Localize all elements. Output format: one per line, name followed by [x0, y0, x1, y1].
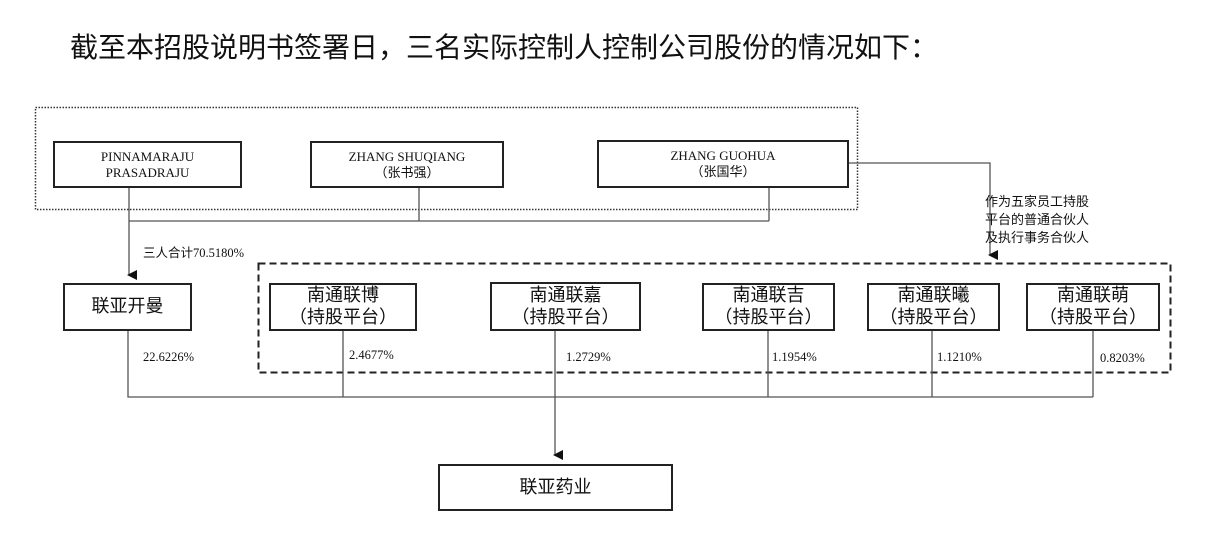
- platform-share: 0.8203%: [1100, 351, 1145, 365]
- gp-label-line: 及执行事务合伙人: [985, 230, 1090, 245]
- controller-name: PINNAMARAJU: [100, 148, 195, 164]
- controller-name-line2: PRASADRAJU: [105, 164, 190, 180]
- controller-box-zhang-shuqiang: ZHANG SHUQIANG（张书强）: [310, 141, 504, 188]
- controller-name: ZHANG GUOHUA: [670, 148, 776, 164]
- controller-box-zhang-guohua: ZHANG GUOHUA（张国华）: [597, 140, 849, 188]
- platform-sub: （持股平台）: [879, 307, 988, 327]
- company-name: 联亚药业: [519, 476, 592, 497]
- company-box: 联亚药业: [438, 464, 673, 511]
- platform-name: 南通联曦: [897, 285, 970, 306]
- gp-label-line: 平台的普通合伙人: [985, 212, 1090, 227]
- platform-sub: （持股平台）: [714, 307, 823, 327]
- page-title: 截至本招股说明书签署日，三名实际控制人控制公司股份的情况如下：: [70, 33, 939, 64]
- controller-chinese-name: （张国华）: [690, 164, 756, 179]
- platforms-group-border: [257, 262, 1172, 374]
- kaiman-box: 联亚开曼: [63, 283, 192, 331]
- platform-name: 南通联嘉: [529, 284, 602, 305]
- gp-label-line: 作为五家员工持股: [985, 194, 1090, 209]
- platform-box-lianbo: 南通联博（持股平台）: [269, 283, 417, 331]
- platform-box-lianmeng: 南通联萌（持股平台）: [1026, 283, 1160, 331]
- platform-share: 1.2729%: [566, 350, 611, 364]
- platform-sub: （持股平台）: [511, 306, 620, 327]
- combined-share-label: 三人合计70.5180%: [143, 246, 245, 260]
- controller-name: ZHANG SHUQIANG: [348, 148, 466, 164]
- controller-chinese-name: （张书强）: [374, 164, 440, 180]
- kaiman-share: 22.6226%: [143, 350, 195, 364]
- platform-box-lianjia: 南通联嘉（持股平台）: [490, 282, 641, 331]
- platform-share: 1.1210%: [937, 350, 982, 364]
- platform-sub: （持股平台）: [1039, 307, 1147, 327]
- platform-share: 2.4677%: [349, 348, 394, 362]
- controllers-group-border: [34, 106, 859, 211]
- kaiman-name: 联亚开曼: [91, 296, 164, 317]
- platform-box-lianji: 南通联吉（持股平台）: [702, 283, 835, 331]
- gp-label: 作为五家员工持股 平台的普通合伙人 及执行事务合伙人: [985, 193, 1089, 247]
- platform-sub: （持股平台）: [289, 307, 397, 327]
- platform-name: 南通联吉: [732, 285, 805, 306]
- platform-share: 1.1954%: [772, 350, 817, 364]
- platform-box-lianxi: 南通联曦（持股平台）: [867, 283, 1000, 331]
- platform-name: 南通联萌: [1057, 285, 1129, 306]
- platform-name: 南通联博: [307, 285, 379, 306]
